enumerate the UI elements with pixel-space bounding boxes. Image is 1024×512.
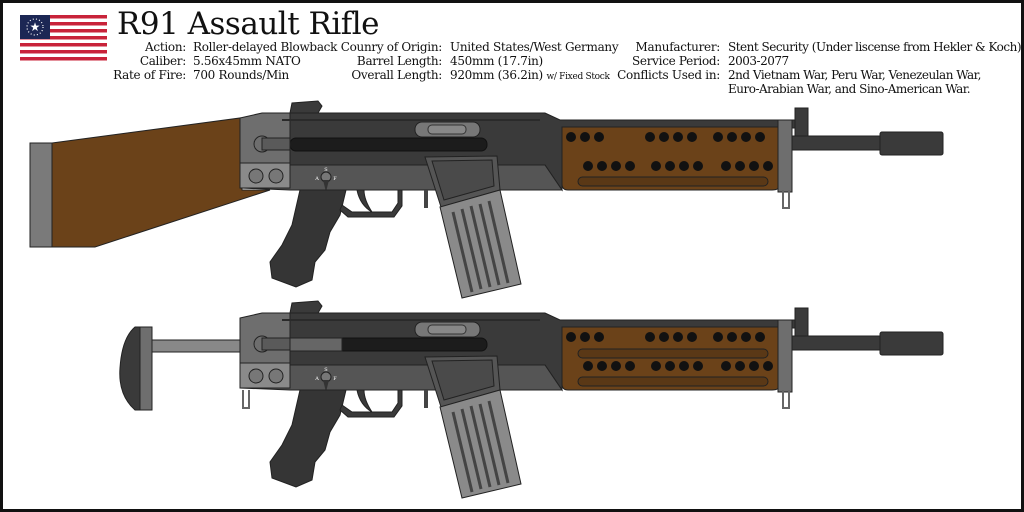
value-barrel-length: 450mm (17.7in) [450,54,543,68]
value-action: Roller-delayed Blowback [193,40,338,54]
value-conflicts-continued: Euro-Arabian War, and Sino-American War. [728,82,971,96]
value-manufacturer: Stent Security (Under liscense from Hekl… [728,40,1022,54]
label-origin: Counry of Origin: [340,40,443,54]
butt-plate [29,142,53,248]
overall-length-note: w/ Fixed Stock [546,72,610,82]
rifle-body [238,299,945,500]
value-overall-length: 920mm (36.2in) [450,68,543,82]
selector-auto: A [314,376,319,382]
spec-values-col2: United States/West Germany 450mm (17.7in… [450,40,619,84]
spec-labels-col1: Action: Caliber: Rate of Fire: [60,40,186,82]
spec-labels-col3: Manufacturer: Service Period: Conflicts … [580,40,720,82]
value-origin: United States/West Germany [450,40,619,54]
label-conflicts: Conflicts Used in: [617,68,720,82]
selector-safe: S [324,367,328,373]
selector-fire: F [333,376,337,382]
value-caliber: 5.56x45mm NATO [193,54,301,68]
label-overall-length: Overall Length: [351,68,442,82]
rifle-collapsible-stock: S A F [119,299,945,500]
spec-labels-col2: Counry of Origin: Barrel Length: Overall… [300,40,443,82]
label-manufacturer: Manufacturer: [635,40,721,54]
selector-fire: F [333,176,337,182]
label-caliber: Caliber: [139,54,186,68]
label-action: Action: [145,40,186,54]
value-conflicts: 2nd Vietnam War, Peru War, Venezeulan Wa… [728,68,981,82]
selector-auto: A [314,176,319,182]
label-barrel-length: Barrel Length: [356,54,442,68]
rifle-body [238,99,945,300]
spec-values-col1: Roller-delayed Blowback 5.56x45mm NATO 7… [193,40,337,82]
svg-text:★: ★ [30,20,41,34]
label-service-period: Service Period: [632,54,720,68]
stock-rod [149,339,243,353]
spec-values-col3: Stent Security (Under liscense from Hekl… [728,40,1022,96]
page-title: R91 Assault Rifle [117,6,380,42]
buttstock [51,117,271,248]
selector-safe: S [324,167,328,173]
value-rate-of-fire: 700 Rounds/Min [193,68,289,82]
flag-icon: ★ [20,15,107,61]
rifle-fixed-stock: S A F [29,99,945,300]
label-rate-of-fire: Rate of Fire: [113,68,186,82]
value-service-period: 2003-2077 [728,54,789,68]
